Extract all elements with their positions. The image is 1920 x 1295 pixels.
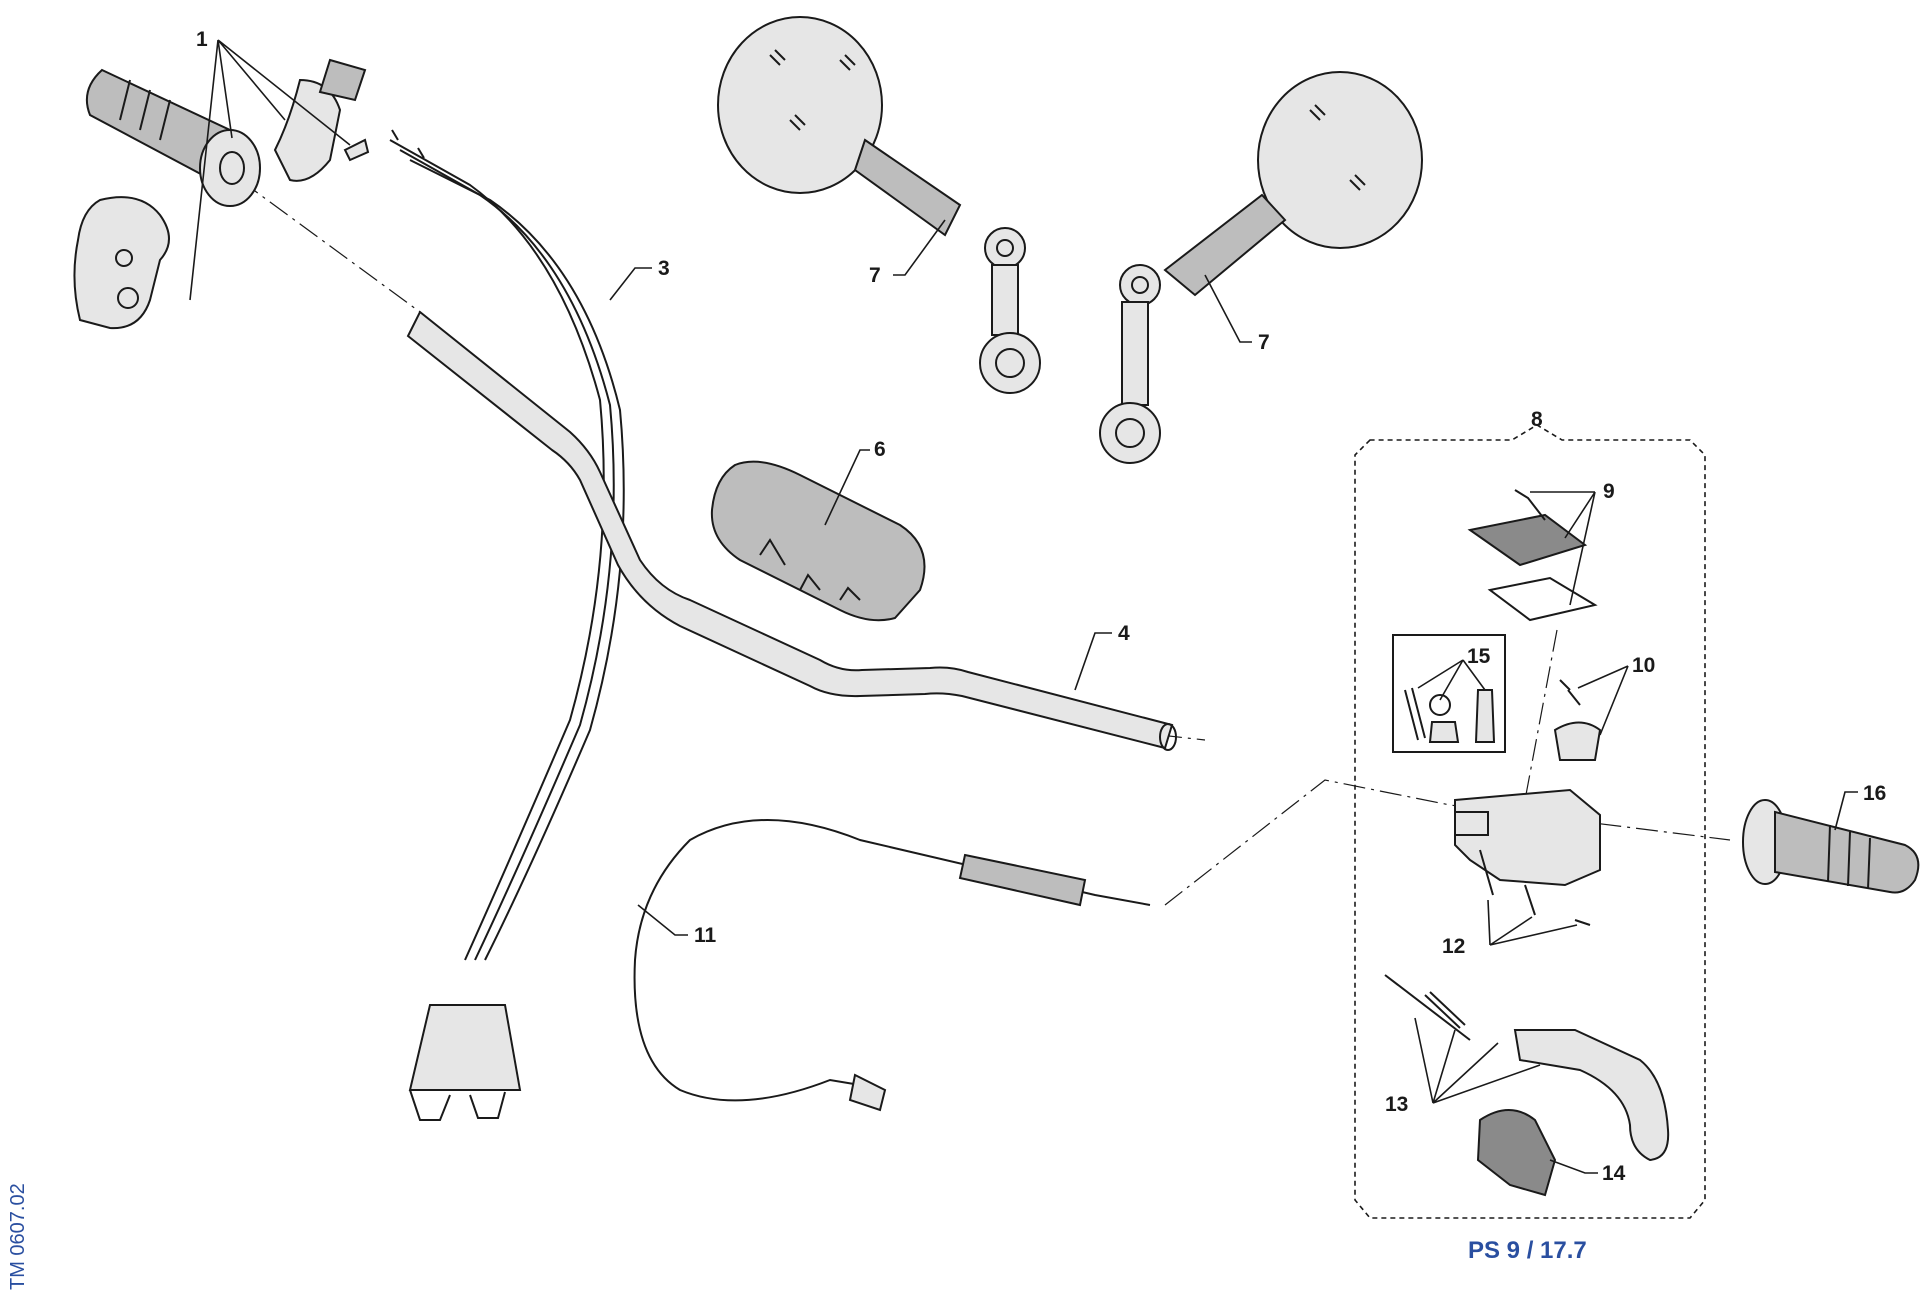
leader-15 bbox=[1417, 659, 1486, 701]
mirror-right-glass bbox=[1257, 71, 1423, 249]
clutch-group-box bbox=[1354, 424, 1706, 1219]
reference-ps: PS 9 / 17.7 bbox=[1468, 1237, 1587, 1264]
left-grip bbox=[1742, 799, 1920, 894]
callout-4: 4 bbox=[1118, 622, 1130, 645]
axis-clutch-cable bbox=[1164, 779, 1731, 906]
callout-3: 3 bbox=[658, 257, 670, 280]
throttle-cable-2 bbox=[409, 159, 625, 961]
master-cylinder-body bbox=[1454, 788, 1601, 887]
leader-7b bbox=[1204, 274, 1252, 343]
throttle-screw bbox=[343, 138, 370, 162]
clutch-group bbox=[1354, 424, 1706, 1219]
callout-15: 15 bbox=[1467, 645, 1491, 668]
mirror-right-arm bbox=[1163, 193, 1287, 297]
throttle-cable-guide bbox=[318, 58, 367, 102]
clutch-cable-sleeve bbox=[958, 853, 1087, 907]
callout-8: 8 bbox=[1531, 408, 1543, 431]
throttle-cables bbox=[389, 129, 625, 1121]
clamp-10 bbox=[1553, 721, 1602, 761]
throttle-grip-assembly bbox=[73, 58, 370, 330]
callout-7a: 7 bbox=[869, 264, 881, 287]
clutch-cable-end bbox=[848, 1073, 887, 1112]
mirror-left-clamp bbox=[979, 332, 1041, 394]
handlebar-pad bbox=[710, 460, 926, 622]
leader-3 bbox=[609, 267, 652, 301]
inset-box-15 bbox=[1392, 634, 1506, 753]
leader-4 bbox=[1074, 632, 1112, 691]
pad-body bbox=[710, 460, 926, 622]
cover-9 bbox=[1467, 513, 1588, 567]
leader-9 bbox=[1530, 491, 1596, 606]
leader-6 bbox=[824, 449, 870, 526]
throttle-cable-1 bbox=[389, 139, 605, 961]
throttle-grip-flange bbox=[199, 129, 261, 207]
leader-7a bbox=[893, 219, 946, 276]
leader-16 bbox=[1834, 791, 1858, 831]
axis-throttle-to-handlebar bbox=[239, 179, 421, 313]
leader-13 bbox=[1414, 1017, 1541, 1104]
boot-14 bbox=[1476, 1109, 1557, 1197]
handlebar bbox=[406, 310, 1177, 751]
callout-11: 11 bbox=[694, 924, 717, 947]
leader-1 bbox=[189, 39, 351, 301]
clutch-lever-13 bbox=[1513, 1029, 1670, 1162]
left-grip-body bbox=[1774, 810, 1920, 894]
callout-6: 6 bbox=[874, 438, 886, 461]
handlebar-tube bbox=[406, 310, 1174, 750]
callout-16: 16 bbox=[1863, 782, 1886, 805]
throttle-housing-lower bbox=[73, 196, 170, 330]
drawing-code: TM 0607.02 bbox=[7, 1183, 29, 1290]
callout-13: 13 bbox=[1385, 1093, 1408, 1116]
callout-9: 9 bbox=[1603, 480, 1615, 503]
callout-12: 12 bbox=[1442, 935, 1465, 958]
leader-11 bbox=[637, 904, 688, 936]
fasteners-12 bbox=[1479, 849, 1591, 926]
mirror-right-clamp bbox=[1099, 402, 1161, 464]
spring-13 bbox=[1424, 991, 1466, 1029]
leader-14 bbox=[1549, 1159, 1598, 1174]
leader-12 bbox=[1487, 899, 1578, 946]
callout-1: 1 bbox=[196, 28, 208, 51]
gasket-9 bbox=[1487, 576, 1598, 622]
callout-7b: 7 bbox=[1258, 331, 1270, 354]
axis-gasket bbox=[1524, 629, 1558, 801]
handlebar-end bbox=[1159, 723, 1177, 751]
leader-10 bbox=[1577, 665, 1629, 736]
mirror-left bbox=[717, 16, 1041, 394]
clutch-cable bbox=[633, 819, 1151, 1112]
callout-14: 14 bbox=[1602, 1162, 1626, 1185]
lever-pivot-bolt-13 bbox=[1384, 974, 1471, 1041]
clutch-cable-line bbox=[633, 819, 1151, 1102]
screw-9 bbox=[1514, 489, 1546, 521]
callout-10: 10 bbox=[1632, 654, 1655, 677]
mirror-left-arm bbox=[853, 138, 962, 237]
mirror-right bbox=[1099, 71, 1423, 464]
throttle-cable-junction bbox=[408, 1004, 522, 1091]
